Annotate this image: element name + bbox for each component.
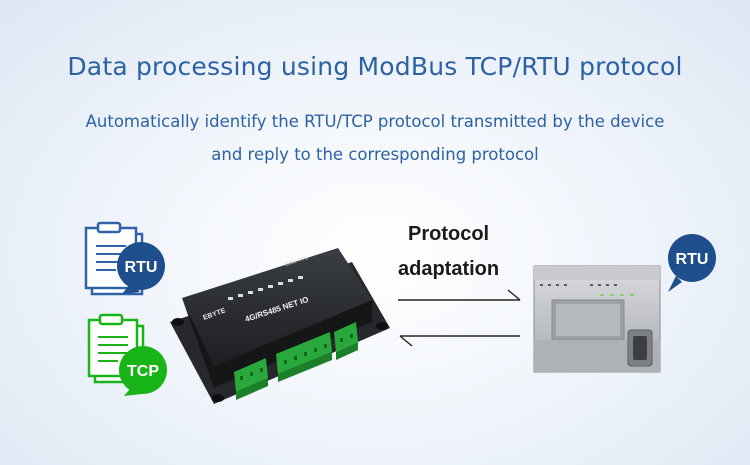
svg-text:RTU: RTU [125, 259, 158, 276]
subtitle-line-2: and reply to the corresponding protocol [211, 145, 539, 164]
svg-text:RTU: RTU [676, 251, 709, 268]
svg-text:TCP: TCP [127, 363, 159, 380]
arrow-left-icon [399, 335, 520, 347]
adaptation-label: adaptation [398, 258, 500, 280]
subtitle-line-1: Automatically identify the RTU/TCP proto… [85, 112, 665, 131]
io-device: EBYTE 4G/RS485 NET IO E851-RTU [170, 248, 390, 404]
protocol-label: Protocol [408, 223, 490, 245]
terminal-block-right [334, 322, 358, 360]
plc-device [533, 265, 661, 373]
tcp-chat-bubble-icon: TCP [119, 346, 167, 396]
plc-rtu-chat-bubble-icon: RTU [668, 234, 716, 292]
arrow-right-icon [398, 289, 521, 301]
rtu-chat-bubble-icon: RTU [117, 242, 165, 294]
page-title: Data processing using ModBus TCP/RTU pro… [67, 52, 683, 81]
